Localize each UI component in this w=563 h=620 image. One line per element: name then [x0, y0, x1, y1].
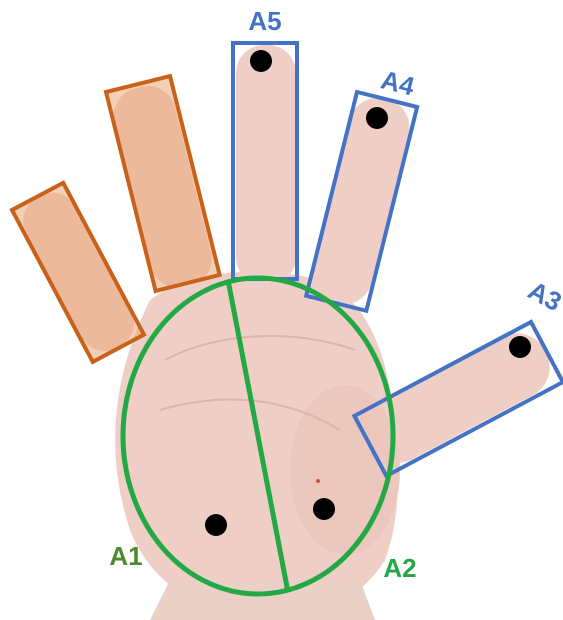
marker-a3 — [509, 336, 531, 358]
marker-a5 — [250, 50, 272, 72]
marker-a4 — [366, 107, 388, 129]
label-a2: A2 — [383, 553, 416, 583]
marker-a1 — [205, 514, 227, 536]
label-a1: A1 — [109, 541, 142, 571]
wrist — [150, 580, 375, 620]
label-a5: A5 — [248, 6, 281, 36]
skin-spot — [316, 479, 320, 483]
middle-finger — [236, 45, 296, 285]
marker-a2 — [313, 498, 335, 520]
